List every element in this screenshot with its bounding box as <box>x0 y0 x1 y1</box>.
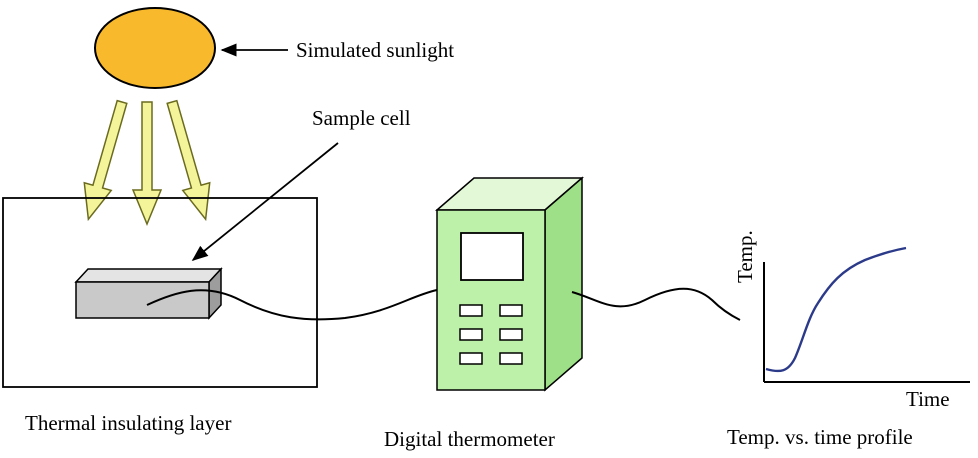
thermometer-key <box>459 304 483 317</box>
thermometer-key <box>499 352 523 365</box>
graph-x-axis-label: Time <box>906 387 950 411</box>
graph-y-axis-label: Temp. <box>733 230 757 283</box>
ray-center <box>131 101 163 226</box>
insulating-layer-label: Thermal insulating layer <box>25 411 231 435</box>
thermometer-key <box>499 304 523 317</box>
output-wire-to-graph <box>571 287 741 321</box>
temperature-curve <box>765 246 907 373</box>
sunlight-rays <box>83 99 211 226</box>
sample-cell-top <box>74 268 223 283</box>
temp-time-graph: Temp. Time <box>733 230 970 411</box>
sunlight-label: Simulated sunlight <box>296 38 454 62</box>
sample-cell-pointer-arrow <box>191 142 339 262</box>
thermometer-side <box>544 176 583 392</box>
thermometer-display <box>460 232 524 281</box>
thermometer-front <box>436 209 546 391</box>
profile-label: Temp. vs. time profile <box>727 425 913 449</box>
thermometer-key <box>499 328 523 341</box>
sample-cell-label: Sample cell <box>312 106 411 130</box>
sun-icon <box>94 7 216 89</box>
ray-left <box>83 99 128 222</box>
sample-cell-front <box>75 281 210 319</box>
thermometer-key <box>459 328 483 341</box>
ray-right <box>166 99 211 222</box>
probe-wire-to-thermometer <box>146 289 438 321</box>
thermometer-label: Digital thermometer <box>384 427 555 451</box>
sample-cell <box>74 267 223 320</box>
insulating-layer-box <box>2 197 318 388</box>
thermometer-key <box>459 352 483 365</box>
digital-thermometer <box>434 176 585 392</box>
